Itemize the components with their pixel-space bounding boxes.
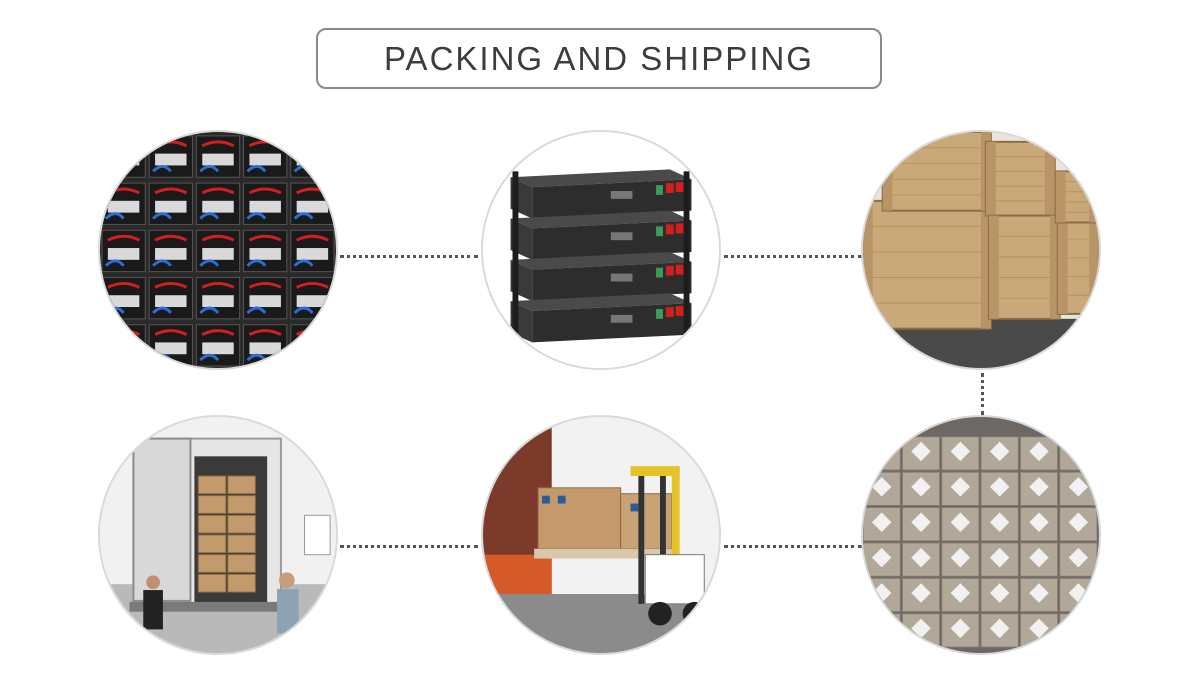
connector-bottom-left	[340, 545, 478, 548]
connector-right-vertical	[981, 373, 984, 415]
truck-loading-photo	[98, 415, 338, 655]
forklift-pallet-photo	[481, 415, 721, 655]
title-box: PACKING AND SHIPPING	[316, 28, 882, 89]
connector-bottom-right	[724, 545, 862, 548]
page-title: PACKING AND SHIPPING	[384, 39, 814, 77]
rack-battery-photo	[481, 130, 721, 370]
connector-top-left	[340, 255, 478, 258]
wooden-crates-photo	[861, 130, 1101, 370]
battery-cells-photo	[98, 130, 338, 370]
connector-top-right	[724, 255, 862, 258]
wrapped-pallets-photo	[861, 415, 1101, 655]
